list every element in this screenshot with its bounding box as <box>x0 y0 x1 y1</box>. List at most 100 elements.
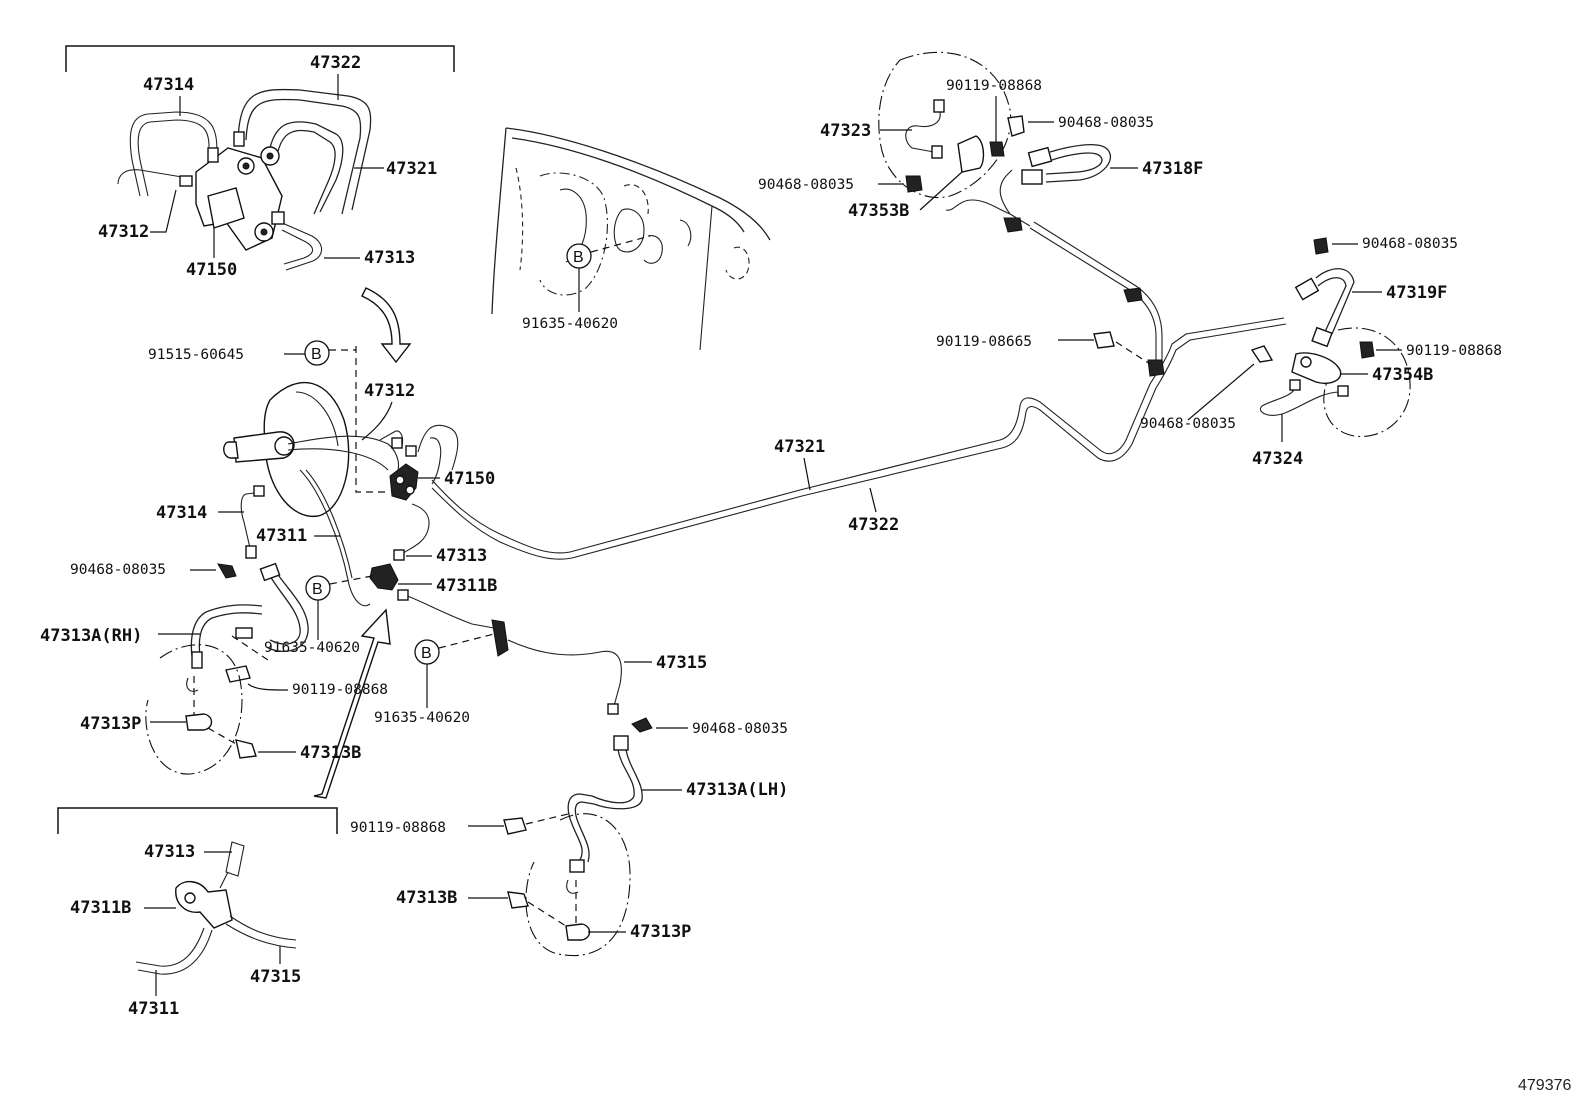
inset-bracket-bottom <box>57 807 338 834</box>
label-47313A-RH: 47313A(RH) <box>40 626 142 646</box>
label-90119-08665: 90119-08665 <box>936 334 1032 350</box>
tube-47324 <box>1260 379 1349 416</box>
label-47311-inset: 47311 <box>128 999 179 1019</box>
main-tubes <box>429 169 1287 560</box>
label-47313-mid: 47313 <box>436 546 487 566</box>
svg-text:47323: 47323 <box>820 121 871 141</box>
tube-47315 <box>397 589 622 715</box>
flex-hose-lh <box>566 735 643 894</box>
label-90468-08035-tr2: 90468-08035 <box>758 177 854 193</box>
clip-main-3 <box>1147 359 1165 377</box>
label-47354B: 47354B <box>1372 365 1433 385</box>
hose-bracket-circle-rh <box>145 644 243 775</box>
label-47318F: 47318F <box>1142 159 1203 179</box>
label-91635-40620-lower: 91635-40620 <box>374 710 470 726</box>
label-47321-main: 47321 <box>774 437 825 457</box>
label-90119-08868-r2: 90119-08868 <box>1406 343 1502 359</box>
rear-circle-right <box>1323 327 1411 438</box>
arrow-curved-down <box>361 287 412 364</box>
inset-bracket-top <box>65 45 455 72</box>
label-47311B-inset: 47311B <box>70 898 131 918</box>
label-47311-mid: 47311 <box>256 526 307 546</box>
label-90468-08035-lowmid: 90468-08035 <box>692 721 788 737</box>
label-47353B: 47353B <box>848 201 909 221</box>
label-90468-08035-r2: 90468-08035 <box>1140 416 1236 432</box>
label-47315-inset: 47315 <box>250 967 301 987</box>
label-90119-08868-left: 90119-08868 <box>292 682 388 698</box>
arrow-up <box>313 608 391 799</box>
svg-text:B: B <box>312 581 323 598</box>
label-47311B-mid: 47311B <box>436 576 497 596</box>
bolt-90119-left <box>225 665 251 683</box>
rear-circle-left <box>878 51 1012 198</box>
label-91635-40620-panel: 91635-40620 <box>522 316 618 332</box>
bracket-47313P-low <box>565 923 591 941</box>
bracket-47313P-left <box>185 713 213 731</box>
master-cylinder-area: B 91515-60645 47312 47150 47314 47311 47… <box>148 340 497 656</box>
clip-90468-r1 <box>1313 237 1329 255</box>
tube-47314-inset-b <box>129 111 218 197</box>
bracket-47354B <box>1291 352 1342 384</box>
label-47313B-left: 47313B <box>300 743 361 763</box>
clip-90468-left <box>217 563 237 579</box>
label-90119-08868-tr: 90119-08868 <box>946 78 1042 94</box>
label-47313B-low: 47313B <box>396 888 457 908</box>
label-47150: 47150 <box>186 260 237 280</box>
label-90468-08035-tr: 90468-08035 <box>1058 115 1154 131</box>
tube-47312-inset <box>117 169 189 185</box>
clip-main-2 <box>1123 287 1143 303</box>
tube-47321-inset <box>267 121 344 213</box>
joint-47311B-inset <box>175 881 233 929</box>
label-47322: 47322 <box>310 53 361 73</box>
clip-90468-r2 <box>1250 345 1274 363</box>
label-90468-08035-r1: 90468-08035 <box>1362 236 1458 252</box>
tube-47314-inset <box>137 119 210 197</box>
bolt-90119-lowmid <box>503 817 527 835</box>
bolt-90119-tr <box>989 141 1005 157</box>
svg-text:B: B <box>311 346 322 363</box>
label-47313: 47313 <box>364 248 415 268</box>
bolt-47313B-left <box>235 739 257 759</box>
svg-text:B: B <box>573 249 584 266</box>
label-47324: 47324 <box>1252 449 1303 469</box>
label-91515-60645: 91515-60645 <box>148 347 244 363</box>
label-47322-main: 47322 <box>848 515 899 535</box>
clip-90468-tr2 <box>905 175 923 193</box>
svg-text:B: B <box>421 645 432 662</box>
label-47312-mid: 47312 <box>364 381 415 401</box>
label-91635-40620-left: 91635-40620 <box>264 640 360 656</box>
label-47314: 47314 <box>143 75 194 95</box>
ref-B-91515 <box>304 340 330 366</box>
label-47313P-left: 47313P <box>80 714 141 734</box>
clip-main-1 <box>1003 217 1023 233</box>
bolt-90119-08665 <box>1093 331 1115 349</box>
label-47313P-low: 47313P <box>630 922 691 942</box>
label-47314-mid: 47314 <box>156 503 207 523</box>
label-90468-08035-left: 90468-08035 <box>70 562 166 578</box>
label-47313A-LH: 47313A(LH) <box>686 780 788 800</box>
flex-hose-rh <box>186 562 309 692</box>
valve-47150-inset <box>179 131 285 251</box>
label-47150-mid: 47150 <box>444 469 495 489</box>
bolt-90119-r2 <box>1359 341 1375 359</box>
inset-valve-assembly: 47322 47314 47321 47312 47150 47313 <box>65 45 455 280</box>
label-47315: 47315 <box>656 653 707 673</box>
tube-47322-inset-b <box>245 98 362 215</box>
label-90119-08868-lowmid: 90119-08868 <box>350 820 446 836</box>
label-47319F: 47319F <box>1386 283 1447 303</box>
hose-bracket-circle-lh <box>525 813 631 957</box>
label-47313-inset: 47313 <box>144 842 195 862</box>
clip-90468-tr <box>1007 115 1025 137</box>
tube-47313-inset-b <box>281 229 314 265</box>
hose-47319F <box>1294 268 1355 348</box>
label-47321: 47321 <box>386 159 437 179</box>
tube-47313-inset <box>279 221 323 271</box>
clip-90468-lowmid <box>631 717 653 733</box>
image-id: 479376 <box>1518 1077 1571 1094</box>
tube-47322-inset <box>237 88 372 211</box>
bracket-47353B <box>957 135 985 173</box>
valve-47150 <box>389 463 419 501</box>
hose-47318F <box>1021 144 1112 185</box>
bolt-47313B-low <box>507 891 529 909</box>
